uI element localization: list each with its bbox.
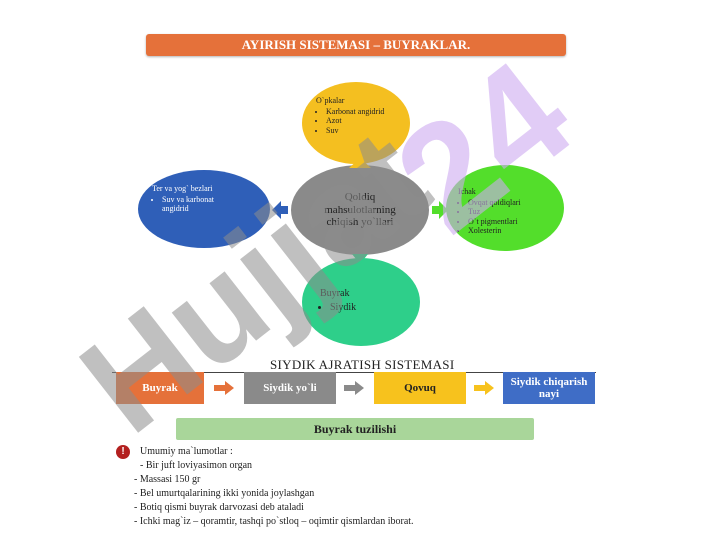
section-title: SIYDIK AJRATISH SISTEMASI [270, 357, 455, 372]
lungs-node: O`pkalar Karbonat angidrid Azot Suv [302, 82, 410, 164]
structure-title: Buyrak tuzilishi [176, 418, 534, 440]
intestine-item: Tuz [468, 207, 564, 216]
section-divider [112, 372, 596, 373]
kidney-node: Buyrak Siydik [302, 258, 420, 346]
sweat-glands-list: Suv va karbonat angidrid [152, 195, 270, 213]
sweat-glands-node: Ter va yog` bezlari Suv va karbonat angi… [138, 170, 270, 248]
arrow-right-icon [432, 201, 448, 219]
lungs-item: Karbonat angidrid [326, 107, 410, 116]
sweat-glands-heading: Ter va yog` bezlari [152, 184, 213, 193]
info-block: Umumiy ma`lumotlar : - Bir juft loviyasi… [134, 445, 414, 529]
intestine-item: O`t pigmentlari [468, 217, 564, 226]
lungs-list: Karbonat angidrid Azot Suv [316, 107, 410, 135]
intestine-item: Xolesterin [468, 226, 564, 235]
flow-kidney: Buyrak [116, 372, 204, 404]
intestine-list: Ovqat qoldiqlari Tuz O`t pigmentlari Xol… [458, 198, 564, 235]
sweat-glands-item: Suv va karbonat angidrid [162, 195, 242, 213]
arrow-up-icon [349, 158, 371, 168]
flow-ureter: Siydik yo`li [244, 372, 336, 404]
info-line: - Bel umurtqalarining ikki yonida joylas… [134, 488, 315, 499]
lungs-item: Suv [326, 126, 410, 135]
warning-icon: ! [116, 445, 130, 459]
kidney-heading: Buyrak [320, 288, 350, 299]
page-title: AYIRISH SISTEMASI – BUYRAKLAR. [146, 34, 566, 56]
flow-bladder: Qovuq [374, 372, 466, 404]
flow-arrow-icon [474, 381, 494, 395]
kidney-item: Siydik [330, 302, 420, 314]
flow-arrow-icon [344, 381, 364, 395]
center-node: Qoldiq mahsulotlarning chiqish yo`llari [291, 165, 429, 255]
lungs-item: Azot [326, 116, 410, 125]
center-label: Qoldiq mahsulotlarning chiqish yo`llari [324, 191, 396, 229]
flow-urethra: Siydik chiqarish nayi [503, 372, 595, 404]
arrow-left-icon [272, 201, 288, 219]
arrow-down-icon [352, 254, 368, 264]
info-line: - Botiq qismi buyrak darvozasi deb atala… [134, 502, 304, 513]
intestine-item: Ovqat qoldiqlari [468, 198, 564, 207]
info-line: - Massasi 150 gr [134, 474, 201, 485]
intestine-heading: Ichak [458, 187, 476, 196]
lungs-heading: O`pkalar [316, 96, 345, 105]
info-heading: Umumiy ma`lumotlar : [140, 446, 233, 457]
kidney-list: Siydik [320, 302, 420, 314]
flow-arrow-icon [214, 381, 234, 395]
intestine-node: Ichak Ovqat qoldiqlari Tuz O`t pigmentla… [446, 165, 564, 251]
info-line: - Ichki mag`iz – qoramtir, tashqi po`stl… [134, 516, 414, 527]
info-line: - Bir juft loviyasimon organ [140, 460, 253, 471]
